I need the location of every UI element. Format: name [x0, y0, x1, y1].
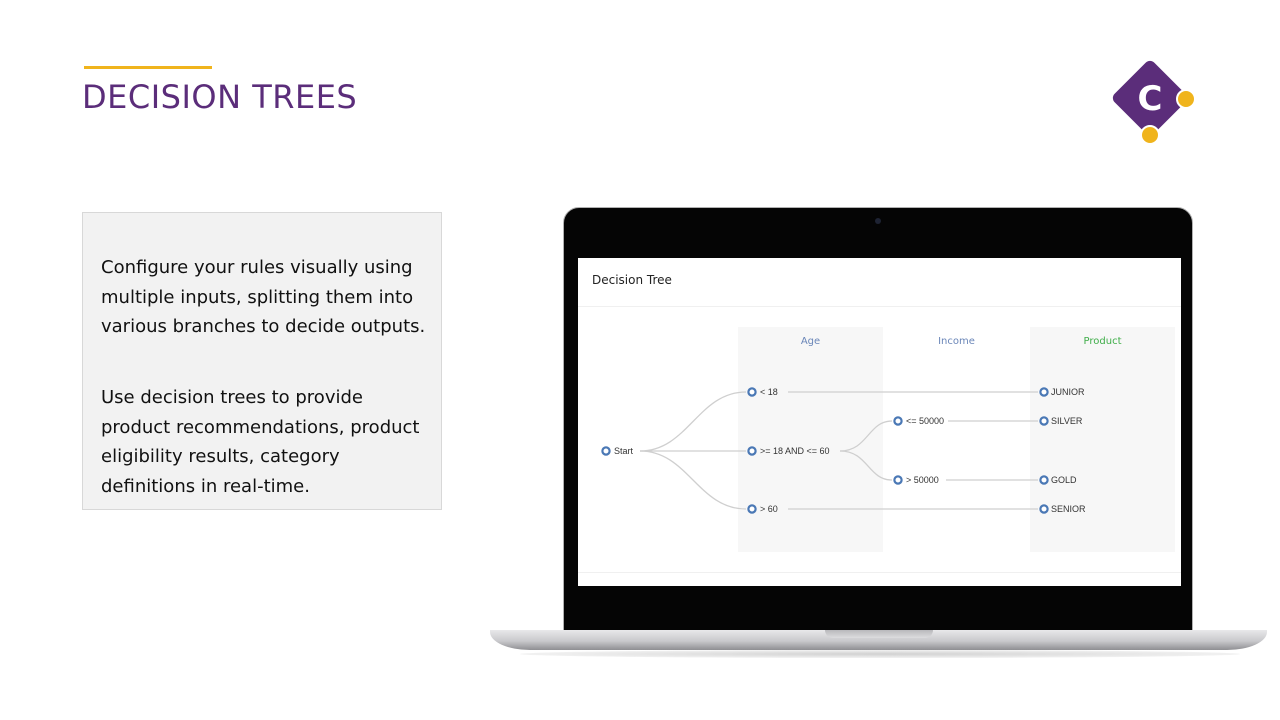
column-header-age: Age — [800, 336, 821, 347]
node-product[interactable] — [1039, 475, 1049, 485]
laptop-screen: Decision Tree Age Income Product — [578, 258, 1181, 586]
panel-title: Decision Tree — [592, 273, 672, 287]
link — [839, 450, 893, 481]
column-header-product: Product — [1083, 336, 1122, 347]
divider — [578, 572, 1181, 573]
description-paragraph: Configure your rules visually using mult… — [101, 257, 426, 337]
slide-title: DECISION TREES — [82, 78, 358, 116]
node-age[interactable] — [747, 446, 757, 456]
description-box: Configure your rules visually using mult… — [82, 212, 442, 510]
column-income: Income — [884, 327, 1029, 552]
node-label: < 18 — [760, 387, 778, 397]
node-label: SENIOR — [1051, 504, 1086, 514]
decision-tree: Start < 18 >= 18 AND <= 60 > 60 <= 50000… — [601, 387, 1086, 514]
link — [639, 450, 747, 510]
node-label: GOLD — [1051, 475, 1077, 485]
column-header-income: Income — [938, 336, 975, 347]
node-product[interactable] — [1039, 504, 1049, 514]
link — [839, 420, 893, 452]
column-age: Age — [738, 327, 883, 552]
company-logo: C — [1112, 60, 1196, 145]
divider — [578, 306, 1181, 307]
node-income[interactable] — [893, 416, 903, 426]
node-label: JUNIOR — [1051, 387, 1085, 397]
node-label: SILVER — [1051, 416, 1083, 426]
node-age[interactable] — [747, 504, 757, 514]
description-paragraph: Use decision trees to provide product re… — [101, 387, 420, 497]
node-label: > 60 — [760, 504, 778, 514]
camera-icon — [875, 218, 881, 224]
node-label: <= 50000 — [906, 416, 944, 426]
link — [639, 391, 747, 452]
laptop-base — [490, 630, 1267, 650]
node-label: >= 18 AND <= 60 — [760, 446, 830, 456]
laptop-shadow — [520, 650, 1240, 658]
node-product[interactable] — [1039, 387, 1049, 397]
node-start[interactable] — [601, 446, 611, 456]
node-income[interactable] — [893, 475, 903, 485]
column-product: Product — [1030, 327, 1175, 552]
svg-text:C: C — [1138, 79, 1163, 119]
node-age[interactable] — [747, 387, 757, 397]
node-product[interactable] — [1039, 416, 1049, 426]
node-label: Start — [614, 446, 634, 456]
laptop-notch — [825, 630, 933, 638]
node-label: > 50000 — [906, 475, 939, 485]
title-accent-bar — [84, 66, 212, 69]
